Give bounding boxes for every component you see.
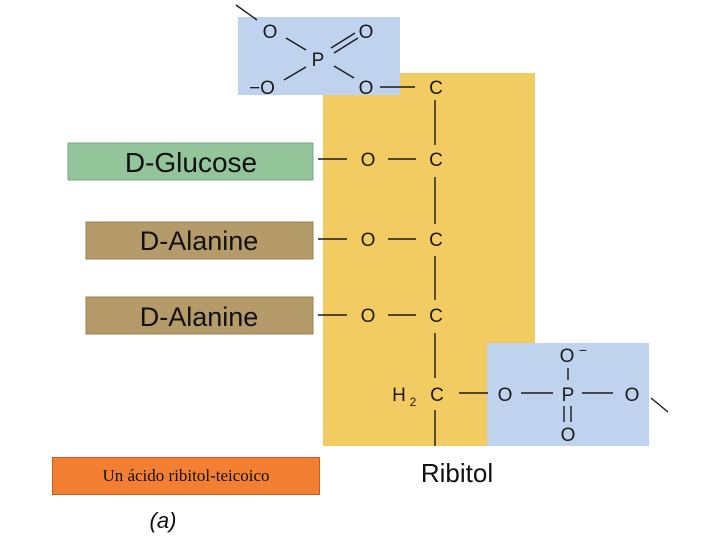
atom-bot-O-top: O	[560, 346, 575, 367]
bond-chain-right	[650, 397, 669, 413]
alanine-box-2	[85, 296, 314, 335]
alanine-label-1: D-Alanine	[140, 226, 259, 256]
top-phosphate-region	[238, 17, 400, 95]
atom-top-P: P	[312, 50, 325, 71]
atom-H2C-H: H	[392, 385, 406, 406]
box-labels: D-Glucose D-Alanine D-Alanine	[125, 147, 258, 332]
atom-C3: C	[429, 230, 443, 251]
bottom-phosphate-region	[487, 343, 649, 446]
atom-bot-P: P	[562, 385, 575, 406]
bonds	[235, 4, 669, 446]
caption-box: Un ácido ribitol-teicoico	[52, 457, 320, 495]
atom-bot-O-top-charge: −	[579, 342, 587, 358]
atom-top-O-left: O	[263, 22, 278, 43]
bond-P-Oright-a	[330, 32, 356, 49]
atom-bot-O-bottom: O	[561, 425, 576, 446]
atom-H2C-sub: 2	[410, 395, 417, 409]
atom-top-O-right: O	[359, 22, 374, 43]
atom-O3: O	[361, 230, 376, 251]
glucose-box	[67, 142, 314, 181]
bond-P-Ominus	[283, 66, 307, 81]
atom-H2C-C: C	[430, 385, 444, 406]
atom-O4: O	[361, 306, 376, 327]
atom-labels: O O P −O O C O C O C O C H 2 C O P O O −…	[249, 22, 639, 446]
atom-top-O-bottom: O	[359, 78, 374, 99]
panel-label: (a)	[150, 508, 177, 533]
alanine-label-2: D-Alanine	[140, 302, 259, 332]
atom-O2: O	[361, 150, 376, 171]
caption-text: Un ácido ribitol-teicoico	[102, 466, 270, 485]
atom-top-O-minus: −O	[249, 78, 275, 99]
bond-P-Obottom	[333, 65, 355, 79]
bond-chain-top	[235, 4, 258, 21]
atom-C4: C	[429, 306, 443, 327]
atom-bot-O-right: O	[625, 385, 640, 406]
atom-C1: C	[429, 78, 443, 99]
alanine-box-1	[85, 221, 314, 260]
atom-C2: C	[429, 150, 443, 171]
ribitol-label: Ribitol	[421, 458, 493, 488]
atom-bot-O-link: O	[498, 385, 513, 406]
glucose-label: D-Glucose	[125, 147, 257, 178]
bond-P-Oright-b	[333, 37, 359, 54]
bond-P-Oleft	[285, 37, 307, 51]
